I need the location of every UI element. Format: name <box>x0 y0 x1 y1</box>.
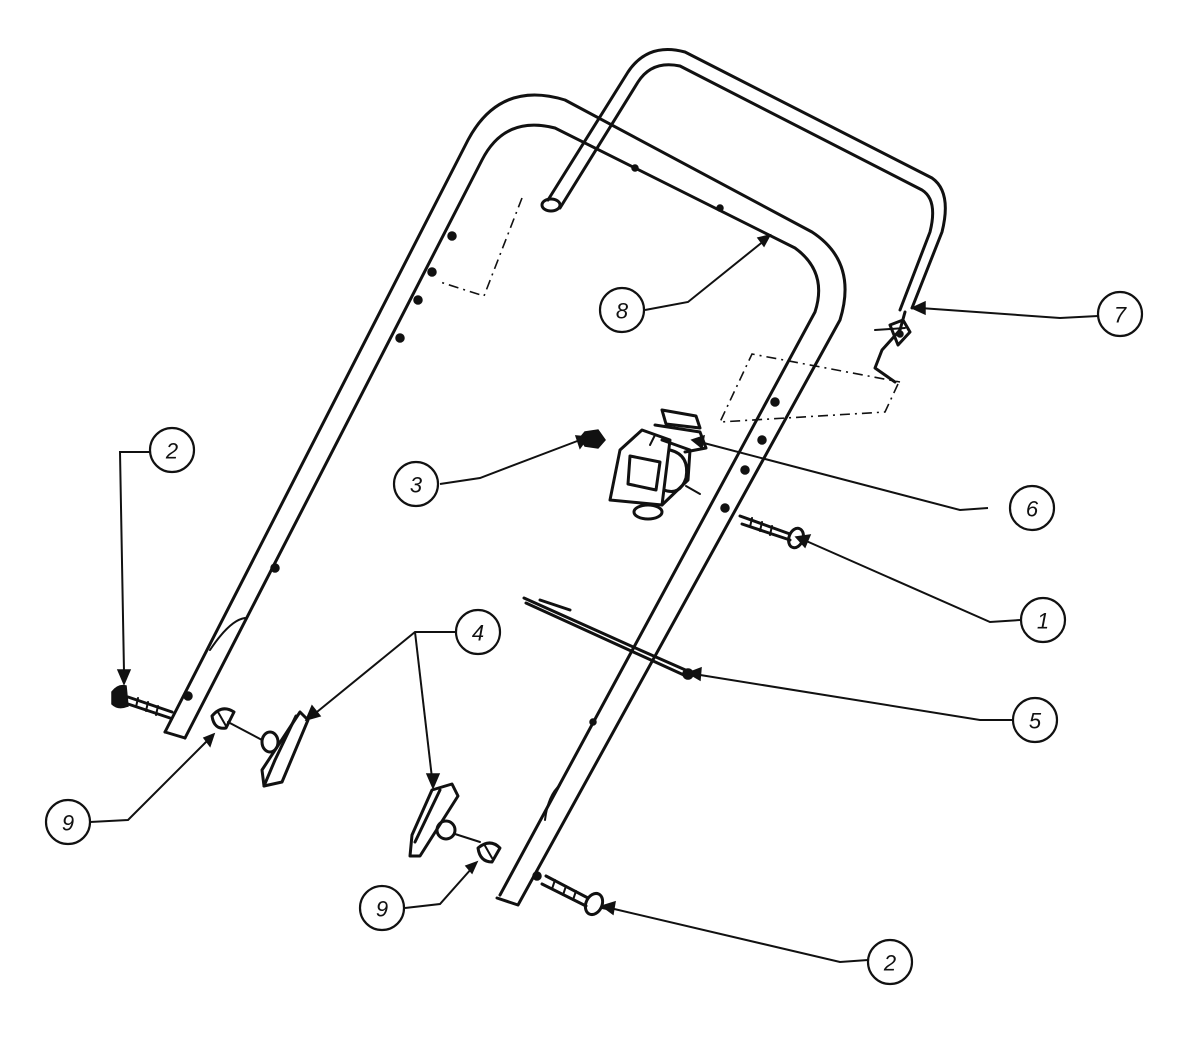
washer-right <box>476 841 502 864</box>
callout-label: 9 <box>376 897 388 922</box>
wing-knob-left <box>227 710 310 788</box>
shoulder-bolt-left <box>111 684 174 720</box>
callout-9-right: 9 <box>358 884 406 932</box>
callout-label: 5 <box>1029 709 1042 734</box>
callout-label: 1 <box>1037 609 1049 634</box>
callout-label: 4 <box>472 621 484 646</box>
assembly-line-bail-left <box>439 197 523 297</box>
leader-lines <box>89 233 1099 964</box>
callout-7: 7 <box>1096 290 1144 338</box>
callout-label: 6 <box>1026 497 1039 522</box>
callout-label: 8 <box>616 299 629 324</box>
callout-6: 6 <box>1008 484 1056 532</box>
shoulder-bolt-right <box>540 874 613 917</box>
callout-label: 3 <box>410 473 423 498</box>
control-bail <box>540 48 947 384</box>
control-cable <box>522 596 694 680</box>
callout-2-left: 2 <box>148 426 196 474</box>
callout-label: 2 <box>165 439 178 464</box>
engine-control-bracket <box>608 408 708 521</box>
lower-handle <box>163 93 847 907</box>
callout-4: 4 <box>454 608 502 656</box>
carriage-bolt-right <box>738 514 805 550</box>
wing-knob-right <box>408 782 481 858</box>
callout-1: 1 <box>1019 596 1067 644</box>
callout-label: 2 <box>883 951 896 976</box>
callout-8: 8 <box>598 286 646 334</box>
washer-left <box>210 707 236 730</box>
assembly-line-bail-right <box>718 353 901 423</box>
callout-label: 7 <box>1114 303 1127 328</box>
callout-2-right: 2 <box>866 938 914 986</box>
callout-9-left: 9 <box>44 798 92 846</box>
callout-3: 3 <box>392 460 440 508</box>
callout-5: 5 <box>1011 696 1059 744</box>
callout-label: 9 <box>62 811 74 836</box>
